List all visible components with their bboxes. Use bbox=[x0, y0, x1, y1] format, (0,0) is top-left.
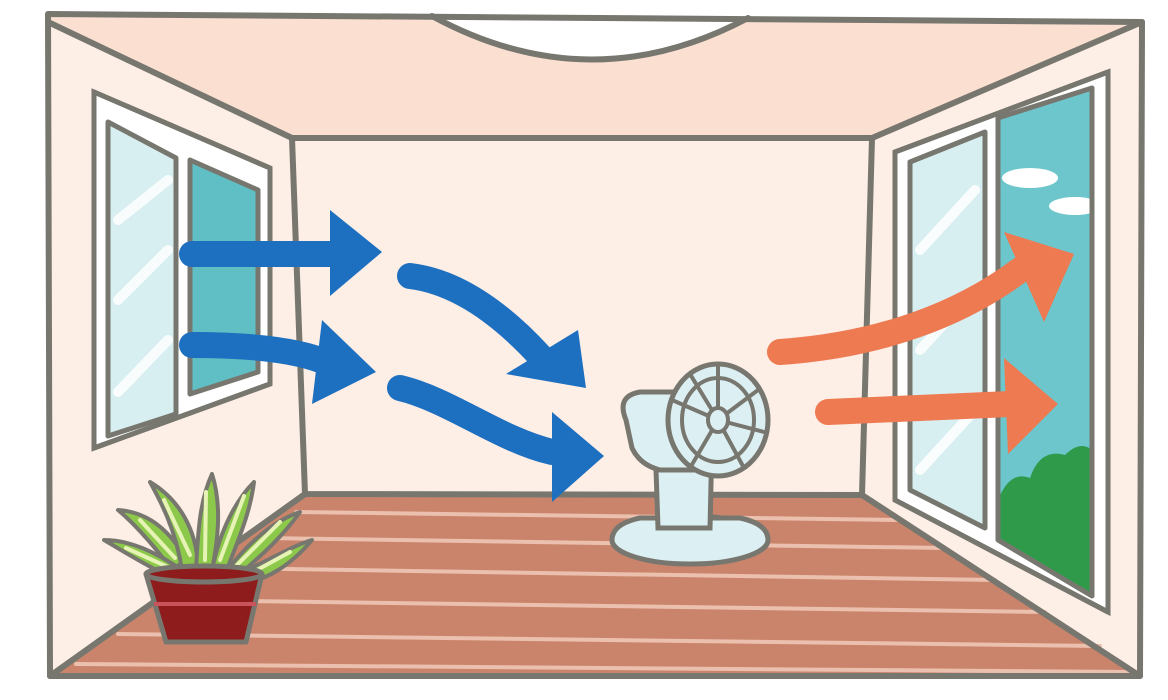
cool-air-arrows bbox=[179, 210, 604, 502]
warm-air-arrows bbox=[767, 232, 1074, 454]
tree bbox=[998, 446, 1092, 596]
orange-arrow-icon bbox=[767, 232, 1074, 365]
cloud bbox=[1002, 168, 1058, 188]
left-window bbox=[91, 88, 273, 452]
blue-arrow-icon bbox=[397, 263, 586, 388]
blue-arrow-icon bbox=[179, 210, 382, 296]
blue-arrow-icon bbox=[179, 320, 376, 404]
blue-arrow-icon bbox=[387, 375, 604, 502]
potted-plant-icon bbox=[102, 472, 314, 645]
cloud bbox=[1049, 197, 1101, 215]
orange-arrow-icon bbox=[815, 358, 1058, 454]
right-window bbox=[892, 68, 1111, 617]
floor-stripes bbox=[74, 510, 1134, 674]
electric-fan-icon bbox=[609, 361, 771, 567]
